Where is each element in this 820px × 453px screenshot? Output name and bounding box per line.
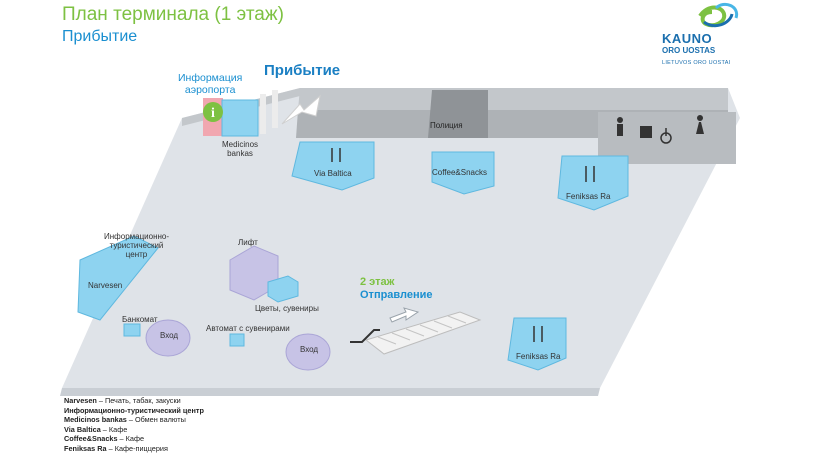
legend-item: Medicinos bankas – Обмен валюты — [64, 415, 204, 425]
vending-machine — [230, 334, 244, 346]
entrance-left-label: Вход — [160, 331, 178, 340]
medicinos-label: Medicinos bankas — [222, 140, 258, 158]
upper-floor-block: 2 этаж Отправление — [360, 276, 433, 302]
baby-change-icon — [640, 126, 652, 138]
booth-divider-2 — [272, 90, 278, 128]
via-baltica-label: Via Baltica — [314, 169, 352, 178]
feniksas-bottom-label: Feniksas Ra — [516, 352, 560, 361]
legend-item: Via Baltica – Кафе — [64, 425, 204, 435]
svg-text:i: i — [211, 106, 215, 121]
police-block — [428, 90, 488, 138]
legend-item: Narvesen – Печать, табак, закуски — [64, 396, 204, 406]
terminal-floor-plan: i — [0, 0, 820, 443]
atm — [124, 324, 140, 336]
feniksas-top-label: Feniksas Ra — [566, 192, 610, 201]
legend-item: Coffee&Snacks – Кафе — [64, 434, 204, 444]
arrival-heading: Прибытие — [264, 62, 340, 79]
police-label: Полиция — [430, 121, 463, 130]
men-wc-icon — [617, 117, 623, 136]
floor-edge — [60, 388, 600, 396]
vending-label: Автомат с сувенирами — [206, 324, 290, 333]
atm-label: Банкомат — [122, 315, 158, 324]
legend: Narvesen – Печать, табак, закуски Информ… — [64, 396, 204, 453]
coffee-label: Coffee&Snacks — [432, 168, 487, 177]
narvesen-label: Narvesen — [88, 281, 122, 290]
lift-label: Лифт — [238, 238, 258, 247]
departure-label: Отправление — [360, 289, 433, 301]
feniksas-bottom-booth — [508, 318, 566, 370]
tourist-center-label: Информационно- туристический центр — [104, 232, 169, 259]
entrance-right-label: Вход — [300, 345, 318, 354]
back-wall-top — [298, 88, 728, 110]
souvenirs-label: Цветы, сувениры — [255, 304, 319, 313]
booth-divider — [260, 94, 266, 134]
upper-floor-label: 2 этаж — [360, 276, 394, 288]
info-booth-blue — [222, 100, 258, 136]
legend-item: Информационно-туристический центр — [64, 406, 204, 416]
legend-item: Feniksas Ra – Кафе-пиццерия — [64, 444, 204, 453]
info-label: Информация аэропорта — [178, 72, 242, 96]
